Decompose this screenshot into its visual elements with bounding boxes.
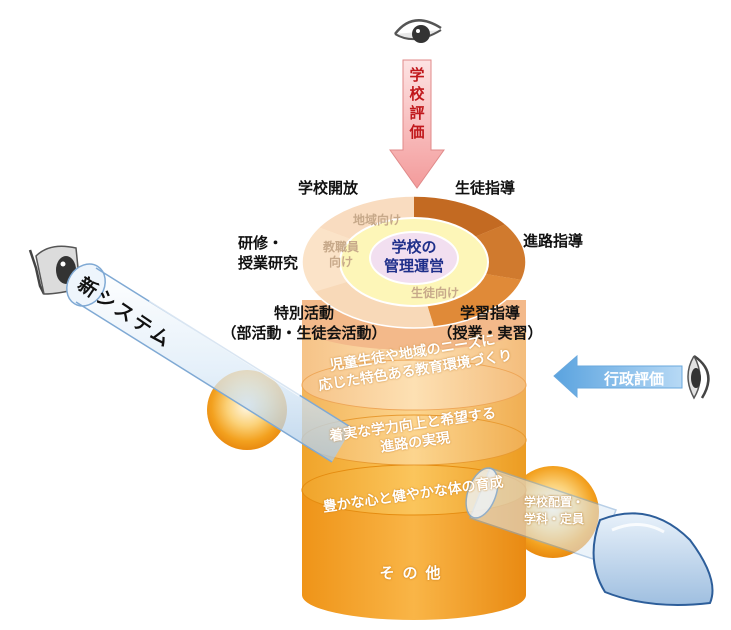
placement-line: 学科・定員	[523, 512, 584, 526]
learning-guidance-line: （授業・実習）	[437, 324, 543, 342]
inner-ring-community-label: 地域向け	[353, 213, 402, 227]
school-eval-label: 学 校 評 価	[408, 66, 426, 142]
inner-ring-staff-line: 教職員	[322, 240, 359, 254]
special-activities-line: 特別活動	[273, 304, 334, 322]
eye-icon-top	[394, 19, 442, 43]
center-disc	[369, 231, 459, 285]
inner-ring-staff-label: 教職員 向け	[318, 240, 364, 270]
student-guidance-label: 生徒指導	[455, 179, 516, 197]
center-label-line: 管理運営	[383, 257, 444, 275]
top-disc	[301, 195, 527, 329]
placement-line: 学校配置・	[523, 495, 584, 509]
eye-icon-right	[687, 354, 710, 400]
admin-eval-arrow	[553, 354, 683, 399]
school-eval-char: 学	[409, 66, 425, 84]
open-school-label: 学校開放	[298, 179, 359, 197]
placement-label: 学校配置・ 学科・定員	[512, 494, 596, 528]
center-label-line: 学校の	[391, 238, 437, 256]
school-eval-char: 校	[409, 85, 425, 103]
inner-ring-students-label: 生徒向け	[411, 286, 460, 300]
training-label-line: 研修・	[238, 234, 284, 252]
school-eval-arrow	[389, 59, 445, 189]
training-label-line: 授業研究	[238, 254, 299, 272]
learning-guidance-line: 学習指導	[459, 304, 520, 322]
admin-eval-label: 行政評価	[604, 370, 665, 388]
special-activities-label: 特別活動 （部活動・生徒会活動）	[204, 303, 404, 343]
school-eval-char: 価	[409, 123, 425, 141]
magnifying-lens-icon	[465, 467, 714, 606]
center-label: 学校の 管理運営	[366, 238, 462, 276]
special-activities-line: （部活動・生徒会活動）	[221, 324, 387, 342]
inner-ring-staff-line: 向け	[328, 255, 353, 269]
learning-guidance-label: 学習指導 （授業・実習）	[430, 303, 550, 343]
school-eval-char: 評	[409, 104, 425, 122]
layer4-label: その他	[379, 564, 449, 582]
career-guidance-label: 進路指導	[523, 232, 584, 250]
training-label: 研修・ 授業研究	[238, 233, 298, 273]
cylinder-stack	[301, 300, 527, 620]
new-system-tube	[66, 263, 353, 463]
